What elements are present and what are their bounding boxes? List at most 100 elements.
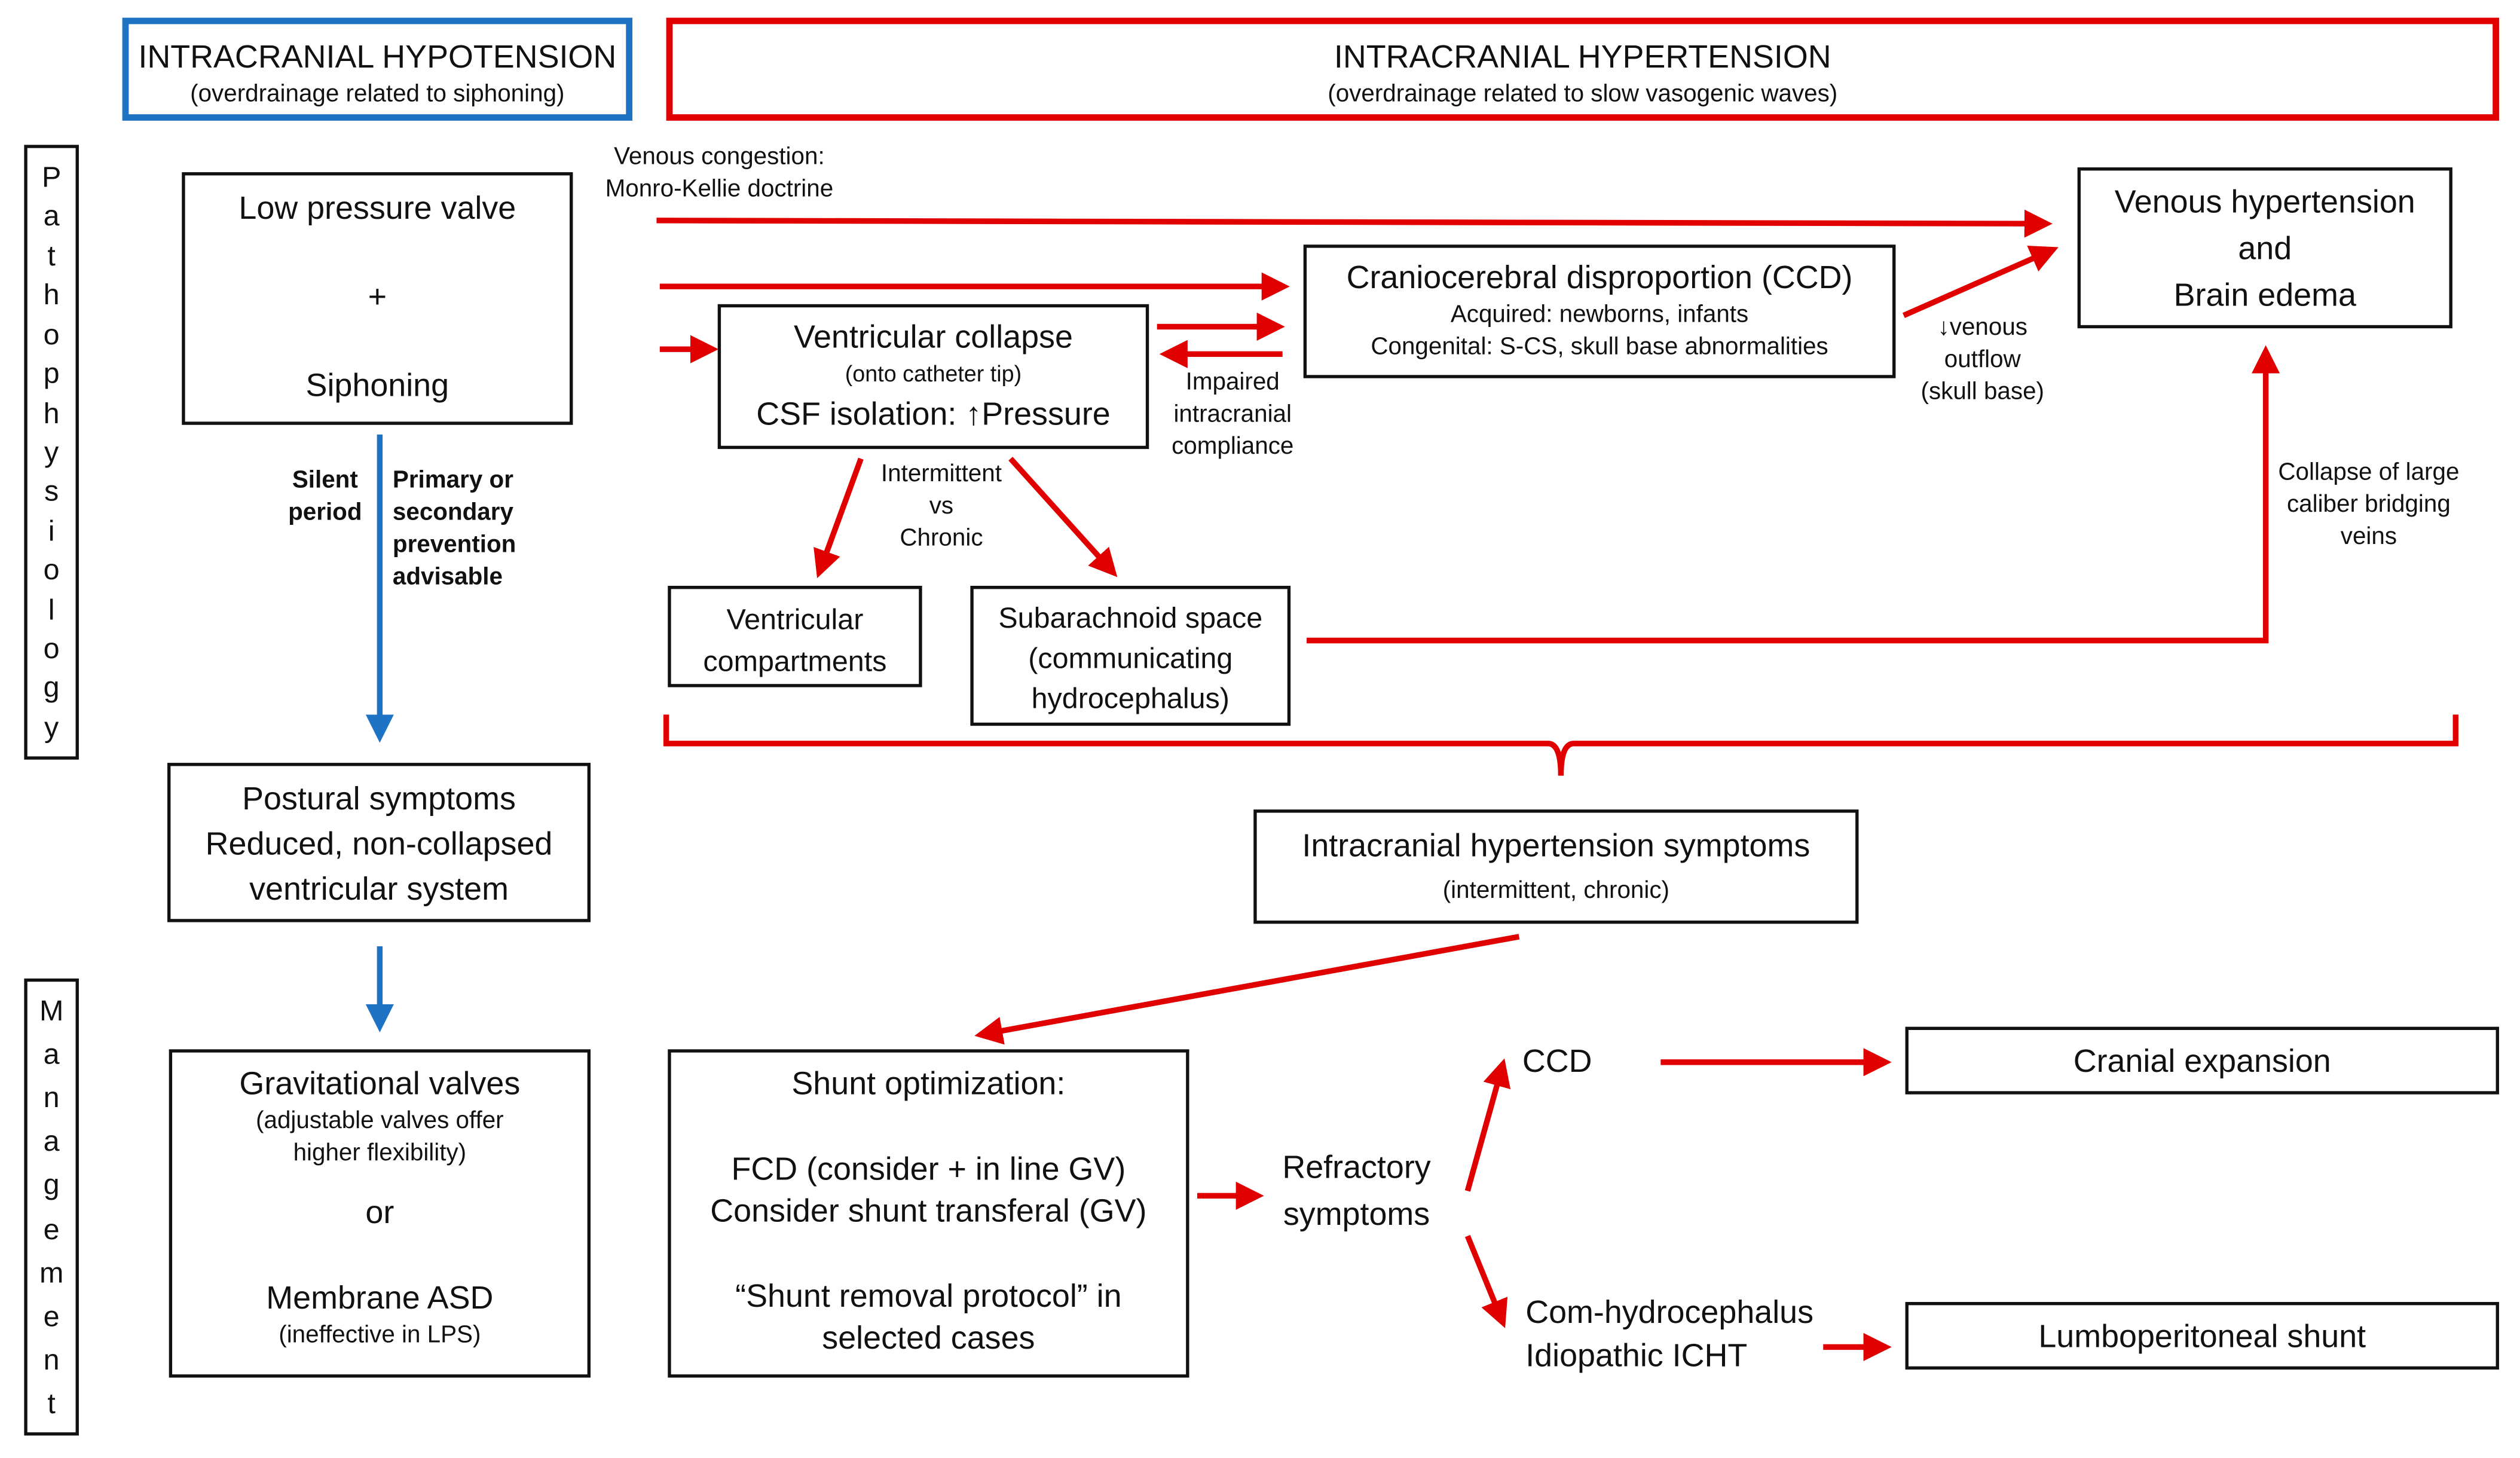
ventricular-collapse-sub: (onto catheter tip) [845,360,1022,387]
side-label-letter: P [41,161,62,194]
venous-outflow-line2: outflow [1944,346,2021,374]
intermittent-line2: vs [929,492,954,520]
arrow-collapse-to-subarachnoid [1008,457,1118,577]
label-venous-outflow: ↓venous outflow (skull base) [1909,312,2057,409]
side-label-letter: a [43,1038,60,1071]
arrow-congestion-to-venous-hypertension [656,209,2053,238]
subarachnoid-line3: hydrocephalus) [1031,682,1230,715]
label-silent-period: Silent period [280,465,370,530]
node-lumboperitoneal-shunt: Lumboperitoneal shunt [1905,1301,2499,1370]
side-label-letter: t [47,1387,56,1420]
side-label-letter: g [43,1169,60,1202]
side-label-letter: s [44,475,59,508]
prevention-line3: prevention [392,531,516,559]
silent-period-line2: period [288,499,362,527]
node-intracranial-hypertension-symptoms: Intracranial hypertension symptoms (inte… [1253,809,1859,924]
low-pressure-plus: + [368,280,387,316]
label-ccd: CCD [1522,1044,1592,1080]
side-label-letter: a [43,200,60,233]
venous-congestion-line1: Venous congestion: [614,143,825,171]
gravitational-or: or [365,1196,394,1231]
arrow-symptoms-to-shunt-optimization [974,934,1520,1045]
node-cranial-expansion: Cranial expansion [1905,1026,2499,1095]
node-postural-symptoms: Postural symptoms Reduced, non-collapsed… [167,763,591,922]
gravitational-membrane: Membrane ASD [266,1280,494,1317]
side-label-letter: n [43,1081,60,1114]
side-label-letter: l [48,593,55,626]
side-label-letter: a [43,1125,60,1158]
node-craniocerebral-disproportion: Craniocerebral disproportion (CCD) Acqui… [1303,244,1896,378]
venous-congestion-line2: Monro-Kellie doctrine [605,175,834,203]
compartments-line1: Ventricular [726,603,864,636]
collapse-veins-line3: veins [2340,522,2397,551]
cranial-expansion-label: Cranial expansion [2073,1044,2331,1080]
silent-period-line1: Silent [292,466,358,494]
prevention-line1: Primary or [392,466,513,494]
side-label-letter: o [43,554,60,586]
prevention-line4: advisable [392,563,503,591]
compartments-line2: compartments [703,645,887,678]
low-pressure-line3: Siphoning [305,368,449,404]
refractory-line2: symptoms [1283,1197,1430,1233]
side-label-letter: h [43,279,60,311]
node-ventricular-compartments: Ventricular compartments [668,585,922,687]
subarachnoid-line1: Subarachnoid space [998,601,1263,634]
node-shunt-optimization: Shunt optimization: FCD (consider + in l… [668,1049,1189,1378]
ccd-line2: Acquired: newborns, infants [1450,301,1749,329]
intermittent-line1: Intermittent [880,460,1002,488]
side-label-letter: t [47,239,56,272]
gravitational-sub3: (ineffective in LPS) [279,1321,481,1349]
collapse-veins-line1: Collapse of large [2278,459,2460,487]
venous-outflow-line3: (skull base) [1920,378,2045,406]
header-hypertension-title: INTRACRANIAL HYPERTENSION [1334,40,1831,76]
venous-hypertension-line1: Venous hypertension [2114,185,2415,221]
low-pressure-line1: Low pressure valve [238,191,516,227]
label-prevention: Primary or secondary prevention advisabl… [393,465,546,594]
header-intracranial-hypotension: INTRACRANIAL HYPOTENSION (overdrainage r… [122,17,633,121]
header-hypertension-subtitle: (overdrainage related to slow vasogenic … [1328,80,1838,108]
node-gravitational-valves: Gravitational valves (adjustable valves … [169,1049,591,1378]
impaired-line3: compliance [1172,433,1294,460]
side-label-letter: y [44,436,59,469]
prevention-line2: secondary [392,499,513,527]
postural-line1: Postural symptoms [242,782,516,818]
venous-hypertension-line3: Brain edema [2173,278,2356,314]
side-label-letter: e [43,1300,60,1332]
label-collapse-bridging-veins: Collapse of large caliber bridging veins [2269,457,2469,554]
side-label-letter: m [39,1256,64,1289]
label-impaired-compliance: Impaired intracranial compliance [1158,367,1307,464]
side-label-letter: p [43,357,60,390]
gravitational-sub1: (adjustable valves offer [256,1107,504,1135]
postural-line2: Reduced, non-collapsed [205,827,553,863]
refractory-line1: Refractory [1282,1150,1431,1187]
side-label-letter: g [43,671,60,704]
ich-symptoms-sub: (intermittent, chronic) [1442,877,1669,905]
shunt-line4: “Shunt removal protocol” in [735,1279,1122,1315]
label-com-hydrocephalus: Com-hydrocephalus Idiopathic ICHT [1525,1292,1813,1379]
gravitational-sub2: higher flexibility) [293,1139,467,1167]
ccd-line3: Congenital: S-CS, skull base abnormaliti… [1371,333,1828,361]
header-hypotension-title: INTRACRANIAL HYPOTENSION [138,40,617,76]
gravitational-title: Gravitational valves [239,1066,521,1103]
ventricular-collapse-line2: CSF isolation: ↑Pressure [756,397,1111,433]
header-hypotension-subtitle: (overdrainage related to siphoning) [190,80,565,108]
lumboperitoneal-label: Lumboperitoneal shunt [2038,1319,2366,1355]
ccd-title: Craniocerebral disproportion (CCD) [1346,261,1853,297]
label-refractory-symptoms: Refractory symptoms [1263,1146,1449,1239]
arrow-refractory-to-com-hydro [1464,1234,1508,1328]
shunt-line3: Consider shunt transferal (GV) [710,1194,1147,1230]
side-label-letter: o [43,318,60,351]
com-hydro-line2: Idiopathic ICHT [1525,1338,1748,1375]
shunt-line2: FCD (consider + in line GV) [731,1152,1126,1188]
com-hydro-line1: Com-hydrocephalus [1525,1295,1814,1331]
side-label-letter: h [43,396,60,429]
side-label-letter: M [39,994,64,1027]
subarachnoid-line2: (communicating [1028,642,1233,675]
node-subarachnoid-space: Subarachnoid space (communicating hydroc… [970,585,1291,726]
side-label-letter: i [48,514,55,547]
label-intermittent-vs-chronic: Intermittent vs Chronic [861,459,1022,555]
header-intracranial-hypertension: INTRACRANIAL HYPERTENSION (overdrainage … [666,17,2499,121]
